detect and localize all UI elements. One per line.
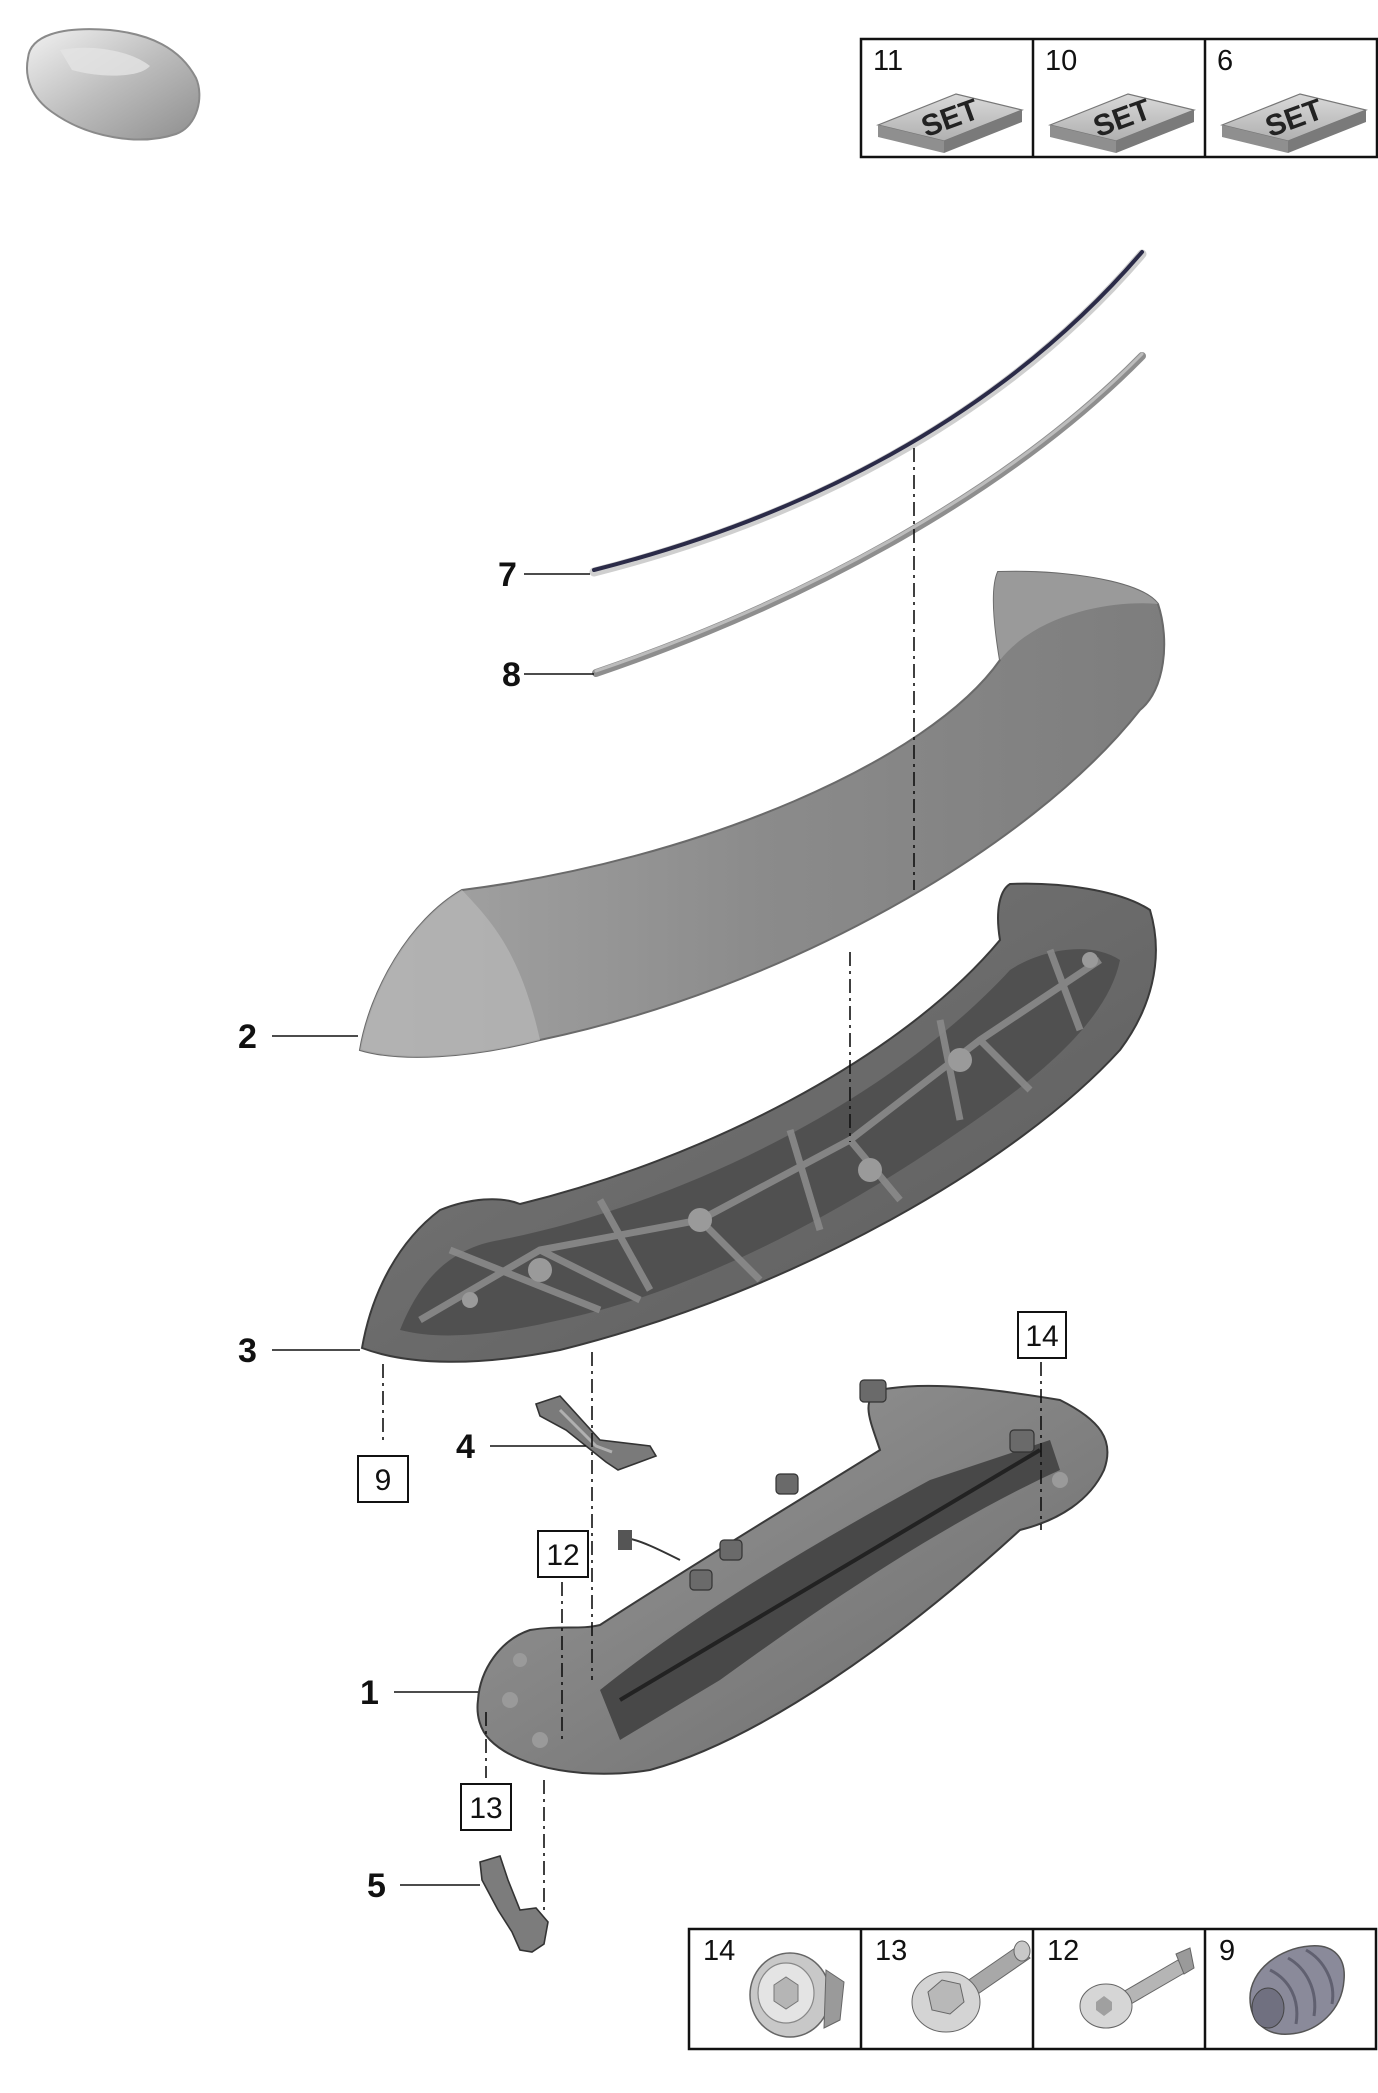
part-3-spoiler-frame[interactable]	[360, 882, 1157, 1363]
hardware-cell-12[interactable]: 12	[1047, 1935, 1195, 2029]
callout-2[interactable]: 2	[238, 1018, 257, 1056]
set-box-icon: SET	[1048, 93, 1196, 153]
hardware-cell-number: 12	[1047, 1935, 1079, 1967]
hardware-cell-number: 9	[1219, 1935, 1235, 1967]
callout-5[interactable]: 5	[367, 1867, 386, 1905]
part-5-lever[interactable]	[479, 1855, 549, 1953]
part-7-trim-strip[interactable]	[589, 249, 1147, 577]
part-1-spoiler-base[interactable]	[476, 1379, 1109, 1775]
boxed-callout-12[interactable]: 12	[537, 1530, 589, 1578]
hardware-cell-9[interactable]: 9	[1219, 1935, 1345, 2035]
set-kit-table: 11 SET 10 SET 6 SET	[859, 37, 1378, 159]
trim-clip-icon	[749, 1952, 845, 2038]
part-4-bracket[interactable]	[534, 1395, 658, 1471]
boxed-callout-label: 12	[546, 1539, 579, 1572]
part-8-seal-strip[interactable]	[592, 352, 1146, 677]
boxed-callout-13[interactable]: 13	[460, 1783, 512, 1831]
set-cell-10[interactable]: 10 SET	[1045, 45, 1196, 153]
callout-3[interactable]: 3	[238, 1332, 257, 1370]
hardware-table: 14 13 12	[687, 1927, 1378, 2051]
callout-4[interactable]: 4	[456, 1428, 475, 1466]
callout-1[interactable]: 1	[360, 1674, 379, 1712]
leader-lines	[272, 573, 594, 1886]
hardware-cell-number: 13	[875, 1935, 907, 1967]
boxed-callout-9[interactable]: 9	[357, 1455, 409, 1503]
boxed-callout-14[interactable]: 14	[1017, 1311, 1067, 1359]
callout-8[interactable]: 8	[502, 656, 521, 694]
center-lines	[382, 448, 1042, 1912]
torx-bolt-icon	[1079, 1947, 1195, 2029]
hex-flange-bolt-icon	[911, 1940, 1031, 2033]
boxed-callout-label: 9	[375, 1464, 392, 1497]
part-2-spoiler-cover[interactable]	[358, 570, 1166, 1058]
boxed-callout-label: 14	[1025, 1320, 1058, 1353]
hardware-cell-14[interactable]: 14	[703, 1935, 845, 2038]
set-cell-number: 10	[1045, 45, 1077, 77]
set-cell-number: 11	[873, 45, 903, 77]
callout-7[interactable]: 7	[498, 556, 517, 594]
boxed-callout-label: 13	[469, 1792, 502, 1825]
car-thumbnail-icon[interactable]	[26, 28, 201, 141]
boxed-callouts: 9 14 12 13	[357, 1311, 1067, 1831]
hardware-cell-number: 14	[703, 1935, 735, 1967]
part-callouts: 7 8 2 3 4 1 5	[238, 556, 521, 1905]
hardware-cell-13[interactable]: 13	[875, 1935, 1031, 2033]
expansion-nut-icon	[1249, 1945, 1345, 2035]
set-cell-number: 6	[1217, 45, 1233, 77]
